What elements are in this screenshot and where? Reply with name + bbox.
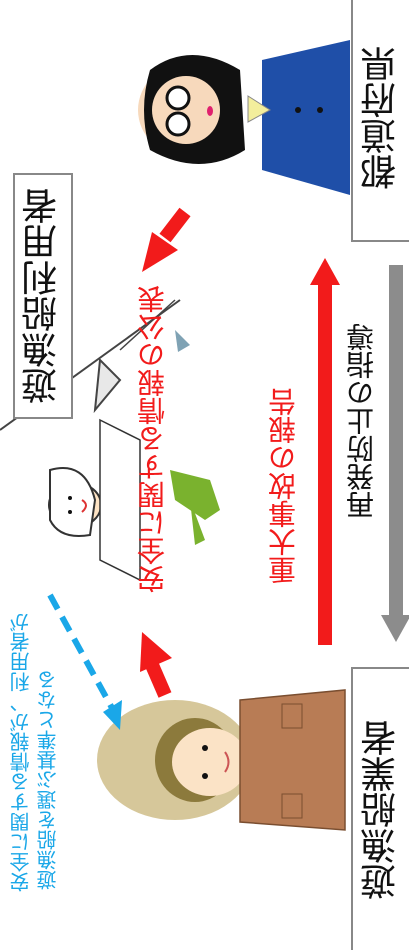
prefecture-official-illustration	[138, 40, 350, 195]
note-line-1: 安全に関する情報が、利用者が	[9, 612, 33, 892]
publication-label: 安全に関する情報の公表	[136, 285, 169, 593]
note-line-2: 遊漁船を選ぶ基準となる	[36, 670, 60, 890]
operator-box: 遊漁船業者	[351, 667, 409, 950]
guidance-arrow	[381, 265, 409, 642]
guidance-label: 再発防止の指導	[345, 323, 378, 519]
prefecture-box: 都道府県	[351, 0, 409, 242]
publication-arrow-bottom	[140, 632, 172, 698]
note-arrow	[47, 593, 122, 730]
operator-illustration	[97, 689, 346, 831]
report-arrow	[310, 258, 340, 645]
prefecture-label: 都道府県	[361, 46, 402, 190]
report-label: 重大事故の報告	[267, 388, 300, 584]
user-box: 遊漁船利用者	[13, 173, 73, 419]
fishing-user-illustration	[0, 299, 220, 582]
publication-arrow-top	[142, 207, 191, 272]
user-label: 遊漁船利用者	[22, 188, 63, 404]
operator-label: 遊漁船業者	[361, 719, 402, 900]
